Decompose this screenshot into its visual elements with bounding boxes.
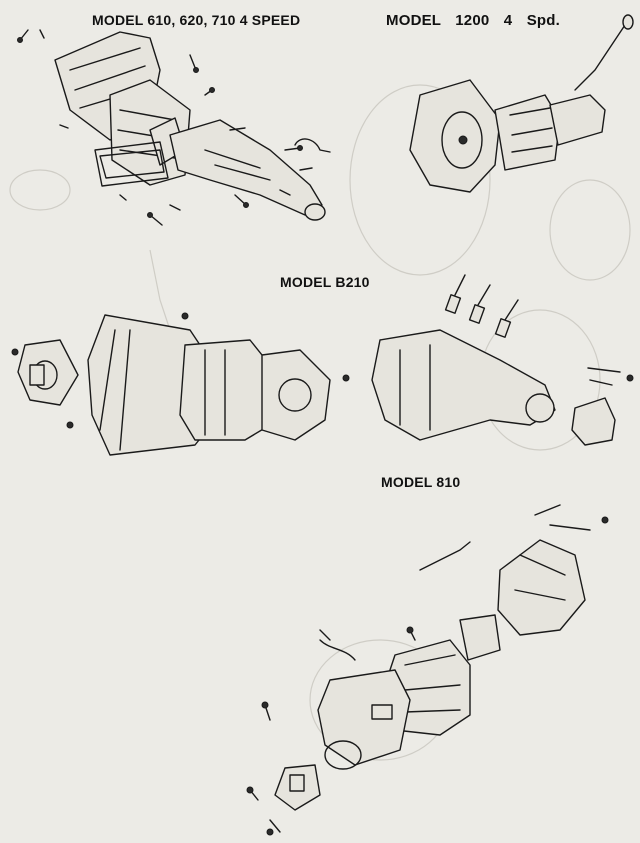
label-model-610-620-710: MODEL 610, 620, 710 4 SPEED [92,12,301,28]
transmission-b210 [11,274,634,456]
label-model-b210: MODEL B210 [280,274,370,290]
label-model-1200: MODEL 1200 4 Spd. [386,12,561,29]
bleed-through-ghosts [9,84,631,761]
label-model-810: MODEL 810 [381,474,461,490]
transmission-1200 [409,14,634,193]
transmission-810 [246,504,609,836]
transmission-610-620-710 [17,29,331,226]
